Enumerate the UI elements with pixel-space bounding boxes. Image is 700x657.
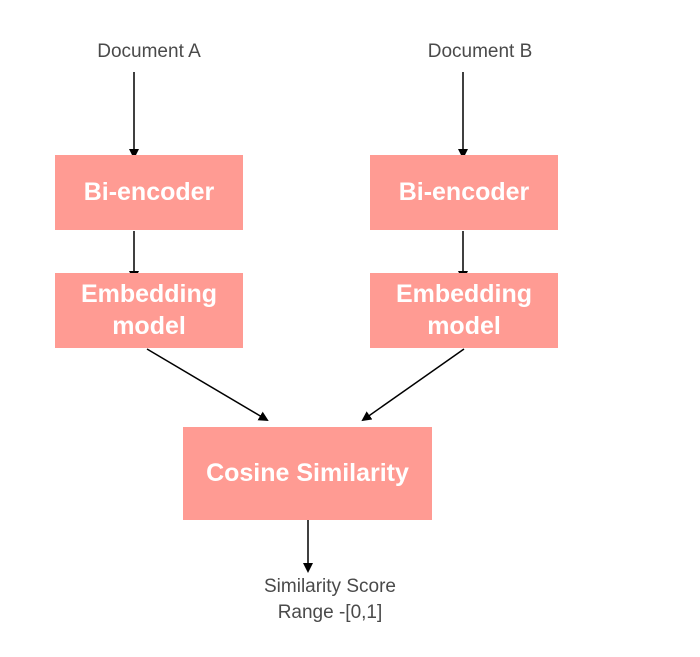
right-embedding-line1: Embedding	[395, 280, 533, 309]
cosine-similarity-label: Cosine Similarity	[206, 458, 409, 487]
right-bi-encoder-label: Bi-encoder	[398, 177, 530, 206]
similarity-score-label: Similarity Score	[264, 576, 396, 597]
document-a-label: Document A	[97, 41, 201, 62]
left-bi-encoder-box: Bi-encoder	[55, 155, 243, 230]
right-bi-encoder-box: Bi-encoder	[370, 155, 558, 230]
right-embedding-model-box: Embedding model	[370, 273, 558, 348]
left-bi-encoder-label: Bi-encoder	[83, 177, 215, 206]
left-embedding-model-box: Embedding model	[55, 273, 243, 348]
similarity-range-label: Range -[0,1]	[277, 602, 383, 623]
left-embedding-line1: Embedding	[80, 280, 218, 309]
document-b-label: Document B	[427, 41, 533, 62]
arrow-left-embedding-to-cosine	[146, 348, 269, 422]
right-embedding-line2: model	[427, 311, 501, 340]
arrow-right-embedding-to-cosine	[361, 348, 465, 422]
cosine-similarity-box: Cosine Similarity	[183, 427, 432, 520]
left-embedding-line2: model	[112, 311, 186, 340]
